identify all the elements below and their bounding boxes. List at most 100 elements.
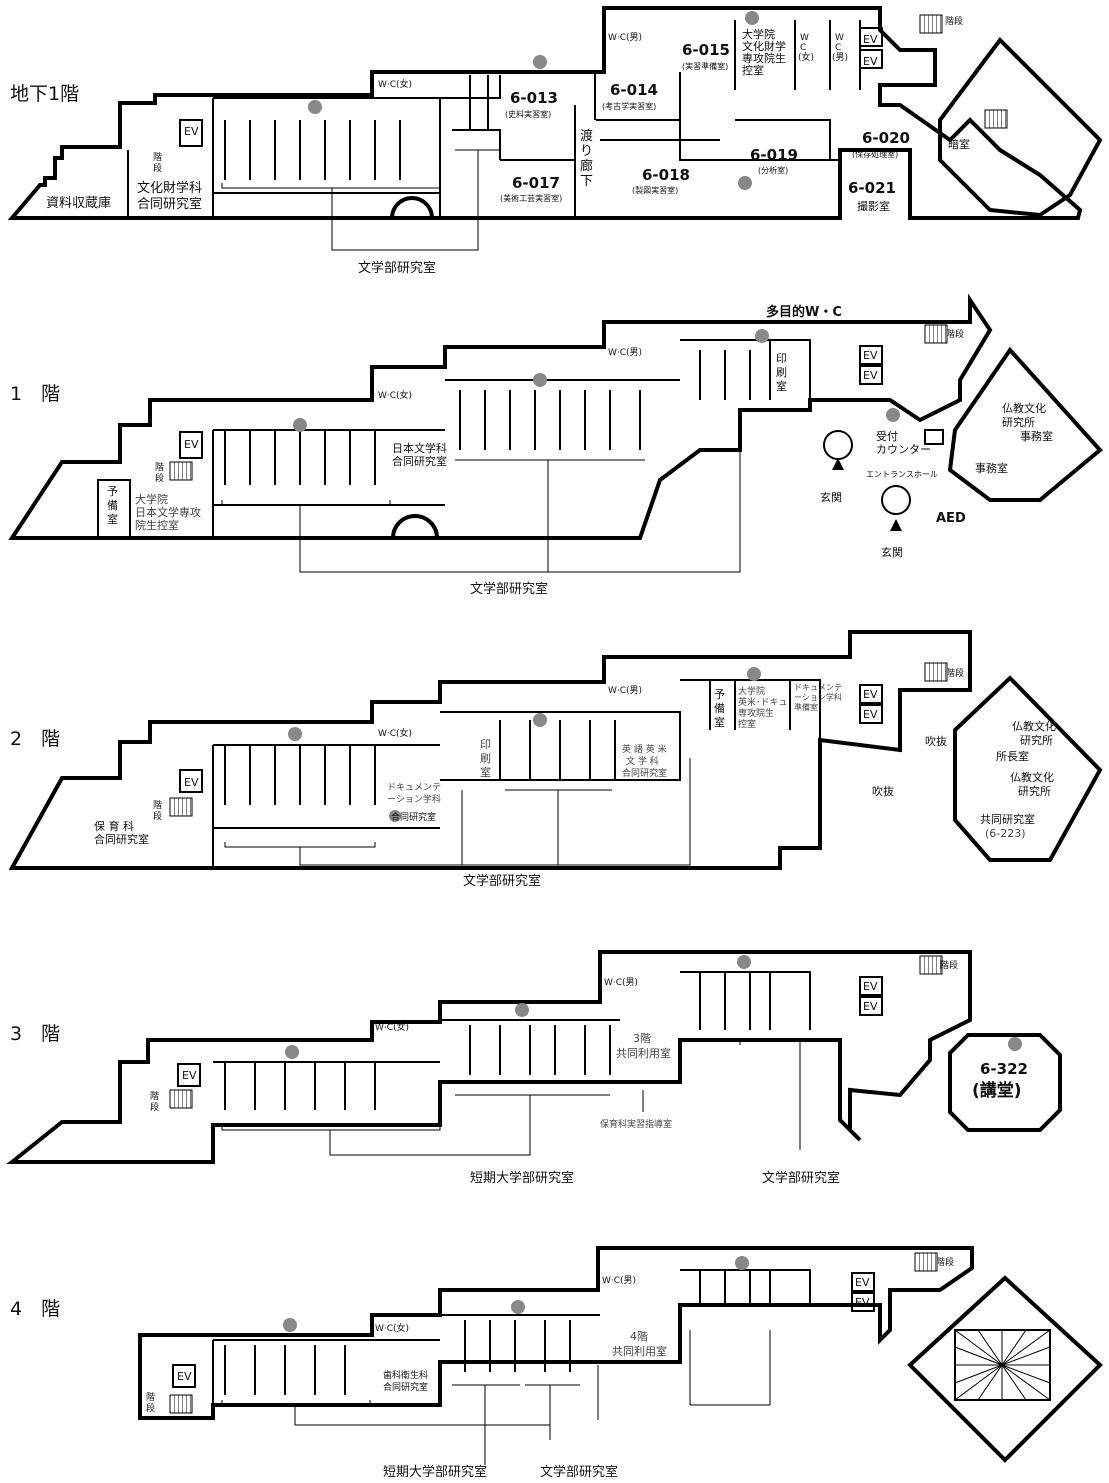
svg-text:渡: 渡 xyxy=(580,128,593,144)
svg-text:EV: EV xyxy=(863,980,878,993)
b1-room-6018: 6-018 xyxy=(642,166,690,184)
b1-room-6021: 6-021 xyxy=(848,179,896,197)
b1-stairs-label: 階段 xyxy=(945,15,963,27)
svg-text:受付: 受付 xyxy=(876,430,898,443)
svg-text:共同利用室: 共同利用室 xyxy=(616,1046,671,1060)
svg-text:保 育 科: 保 育 科 xyxy=(94,819,134,833)
svg-text:(分析室): (分析室) xyxy=(758,165,788,175)
svg-text:日本文学科: 日本文学科 xyxy=(392,441,447,455)
b1-ev2-label: EV xyxy=(863,33,878,46)
svg-text:文学部研究室: 文学部研究室 xyxy=(463,873,541,889)
svg-text:段: 段 xyxy=(155,472,164,484)
svg-text:り: り xyxy=(580,144,593,159)
svg-text:予: 予 xyxy=(107,485,118,498)
b1-room-6019: 6-019 xyxy=(750,146,798,164)
svg-text:EV: EV xyxy=(177,1370,192,1383)
svg-text:ドキュメンテ: ドキュメンテ xyxy=(794,683,842,692)
floor-1: 1 階 多目的W・C W·C(男) W·C(女) EV EV EV 階段 階 段… xyxy=(8,293,1103,597)
svg-text:W·C(男): W·C(男) xyxy=(608,347,642,358)
svg-text:仏教文化: 仏教文化 xyxy=(1010,770,1054,784)
svg-text:文化財学科: 文化財学科 xyxy=(137,180,202,196)
svg-text:(美術工芸実習室): (美術工芸実習室) xyxy=(500,193,562,203)
svg-text:院生控室: 院生控室 xyxy=(135,518,179,532)
svg-text:EV: EV xyxy=(184,776,199,789)
svg-text:EV: EV xyxy=(182,1069,197,1082)
svg-text:EV: EV xyxy=(863,708,878,721)
svg-text:文 学 科: 文 学 科 xyxy=(626,755,659,767)
floor-4-wing xyxy=(907,1275,1103,1463)
svg-text:(実習準備室): (実習準備室) xyxy=(682,61,728,71)
svg-text:文化財学: 文化財学 xyxy=(742,39,786,53)
floor-3: 3 階 W·C(男) W·C(女) EV EV EV 階段 階 段 3階 共同利… xyxy=(6,950,1062,1186)
svg-text:英 語 英 米: 英 語 英 米 xyxy=(622,743,667,755)
svg-text:C: C xyxy=(835,43,841,53)
b1-ev3-label: EV xyxy=(863,55,878,68)
svg-text:短期大学部研究室: 短期大学部研究室 xyxy=(383,1464,487,1480)
floor-b1-label: 地下1階 xyxy=(10,83,79,105)
svg-text:大学院: 大学院 xyxy=(135,492,168,506)
floor-b1-outline xyxy=(7,6,1083,220)
svg-text:W·C(女): W·C(女) xyxy=(378,389,412,401)
svg-text:刷: 刷 xyxy=(480,752,491,765)
svg-text:文学部研究室: 文学部研究室 xyxy=(540,1464,618,1480)
svg-text:印: 印 xyxy=(480,738,491,751)
svg-text:合同研究室: 合同研究室 xyxy=(392,454,447,468)
svg-text:合同研究室: 合同研究室 xyxy=(391,811,436,823)
svg-text:ーション学科: ーション学科 xyxy=(794,692,842,702)
hall-outline xyxy=(948,1033,1062,1132)
svg-text:専攻院生: 専攻院生 xyxy=(738,707,774,719)
svg-text:専攻院生: 専攻院生 xyxy=(742,51,786,65)
b1-dot xyxy=(308,100,322,114)
svg-text:控室: 控室 xyxy=(742,63,764,77)
b1-room-6017: 6-017 xyxy=(512,174,560,192)
svg-text:W: W xyxy=(835,33,844,43)
svg-text:W: W xyxy=(800,33,809,43)
svg-text:室: 室 xyxy=(714,715,725,729)
svg-text:(考古学実習室): (考古学実習室) xyxy=(602,101,656,111)
svg-text:予: 予 xyxy=(714,688,725,701)
svg-text:所長室: 所長室 xyxy=(996,749,1029,763)
svg-text:下: 下 xyxy=(580,174,593,189)
svg-text:仏教文化: 仏教文化 xyxy=(1012,719,1056,733)
svg-text:EV: EV xyxy=(855,1296,870,1309)
svg-text:事務室: 事務室 xyxy=(1020,429,1053,443)
svg-text:W·C(女): W·C(女) xyxy=(375,1322,409,1334)
svg-text:EV: EV xyxy=(863,688,878,701)
svg-text:W·C(男): W·C(男) xyxy=(602,1275,636,1286)
svg-text:ドキュメンテ: ドキュメンテ xyxy=(387,782,441,793)
svg-text:大学院: 大学院 xyxy=(738,685,765,697)
hall-name: (講堂) xyxy=(972,1080,1022,1101)
svg-text:EV: EV xyxy=(863,1000,878,1013)
floor-4: 4 階 W·C(男) W·C(女) EV EV EV 階段 階 段 4階 共同利… xyxy=(10,1246,1103,1480)
svg-text:(男): (男) xyxy=(832,52,848,63)
svg-text:備: 備 xyxy=(107,499,118,512)
b1-wc-male-label: W·C(男) xyxy=(608,32,642,43)
starburst-icon xyxy=(954,1329,1051,1401)
b1-lab-label: 文学部研究室 xyxy=(358,260,436,276)
svg-text:カウンター: カウンター xyxy=(876,443,931,456)
b1-room-6015: 6-015 xyxy=(682,41,730,59)
svg-text:階: 階 xyxy=(153,152,162,163)
svg-text:廊: 廊 xyxy=(580,158,593,174)
svg-text:歯科衛生科: 歯科衛生科 xyxy=(383,1369,428,1381)
svg-text:C: C xyxy=(800,43,806,53)
svg-text:階段: 階段 xyxy=(940,959,958,971)
f2-atrium-large: 吹抜 xyxy=(872,784,894,798)
svg-text:保育科実習指導室: 保育科実習指導室 xyxy=(600,1118,672,1130)
svg-text:階: 階 xyxy=(155,462,164,473)
floor-2-label: 2 階 xyxy=(10,728,60,750)
svg-text:文学部研究室: 文学部研究室 xyxy=(470,581,548,597)
svg-text:文学部研究室: 文学部研究室 xyxy=(762,1170,840,1186)
svg-text:室: 室 xyxy=(107,512,118,526)
floor-4-outline xyxy=(138,1246,974,1420)
svg-text:(史料実習室): (史料実習室) xyxy=(505,109,551,119)
svg-text:エントランスホール: エントランスホール xyxy=(866,470,938,479)
svg-text:印: 印 xyxy=(776,352,787,365)
svg-text:日本文学専攻: 日本文学専攻 xyxy=(135,505,201,519)
svg-text:仏教文化: 仏教文化 xyxy=(1002,401,1046,415)
svg-text:準備室: 準備室 xyxy=(794,702,818,712)
b1-room-6013: 6-013 xyxy=(510,89,558,107)
svg-text:EV: EV xyxy=(855,1276,870,1289)
svg-text:W·C(男): W·C(男) xyxy=(604,977,638,988)
